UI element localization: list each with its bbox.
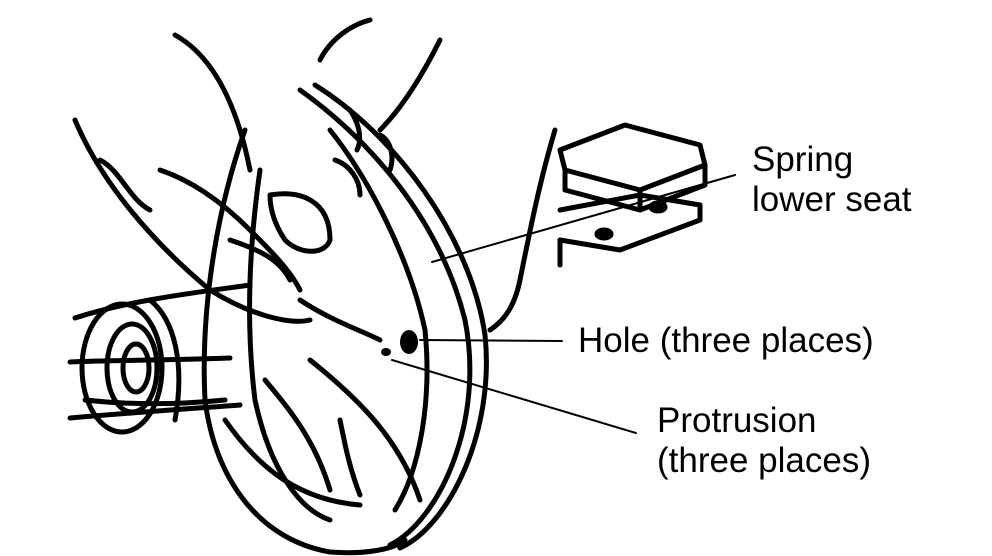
bracket (557, 122, 708, 268)
leader-protrusion (391, 359, 637, 434)
leader-hole (419, 339, 563, 342)
label-spring-lower-seat-line1: Spring (752, 140, 854, 179)
label-protrusion-line1: Protrusion (657, 401, 817, 440)
label-spring-lower-seat-line2: lower seat (752, 180, 912, 219)
leader-lines (391, 174, 736, 434)
disc-seat (201, 82, 489, 556)
hole-marker (400, 330, 418, 354)
shaft-end-ring (79, 297, 182, 435)
hand (72, 17, 558, 333)
label-hole: Hole (three places) (578, 321, 874, 360)
leader-spring-seat (431, 174, 736, 263)
label-protrusion-line2: (three places) (657, 441, 871, 480)
label-protrusion: Protrusion (three places) (657, 401, 871, 481)
protrusion-marker (381, 348, 391, 356)
label-spring-lower-seat: Spring lower seat (752, 140, 912, 220)
